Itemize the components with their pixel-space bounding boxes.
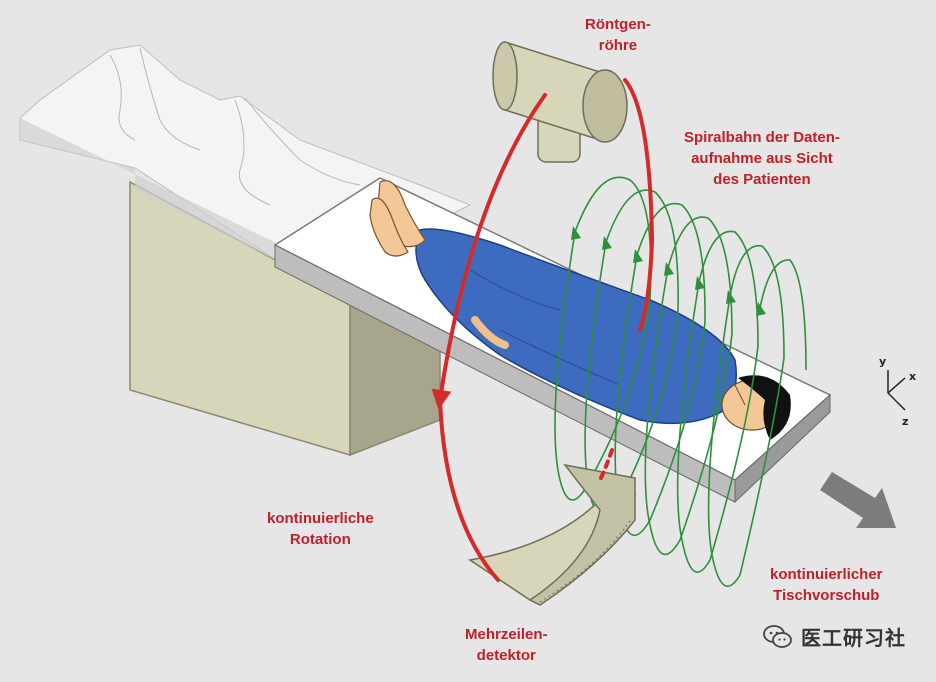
watermark-text: 医工研习社 (801, 626, 906, 650)
label-spiral-path: Spiralbahn der Daten- aufnahme aus Sicht… (684, 129, 840, 188)
patient-feet (369, 180, 426, 257)
spiral-arrowheads (571, 226, 766, 316)
axis-label-z: z (902, 415, 909, 428)
wechat-icon (763, 624, 792, 648)
rotation-arrow (431, 78, 655, 582)
label-x-ray-tube: Röntgen- röhre (585, 16, 651, 54)
axis-label-y: y (879, 355, 887, 368)
coordinate-axes (887, 370, 906, 411)
label-table-feed: kontinuierlicher Tischvorschub (770, 566, 883, 604)
x-ray-tube (492, 40, 628, 163)
multi-row-detector (468, 463, 637, 606)
patient (369, 180, 791, 440)
watermark: 医工研习社 (763, 622, 906, 651)
axis-label-x: x (909, 370, 917, 383)
label-rotation: kontinuierliche Rotation (267, 510, 374, 548)
label-detector: Mehrzeilen- detektor (465, 626, 548, 664)
table-feed-arrow (820, 472, 896, 528)
